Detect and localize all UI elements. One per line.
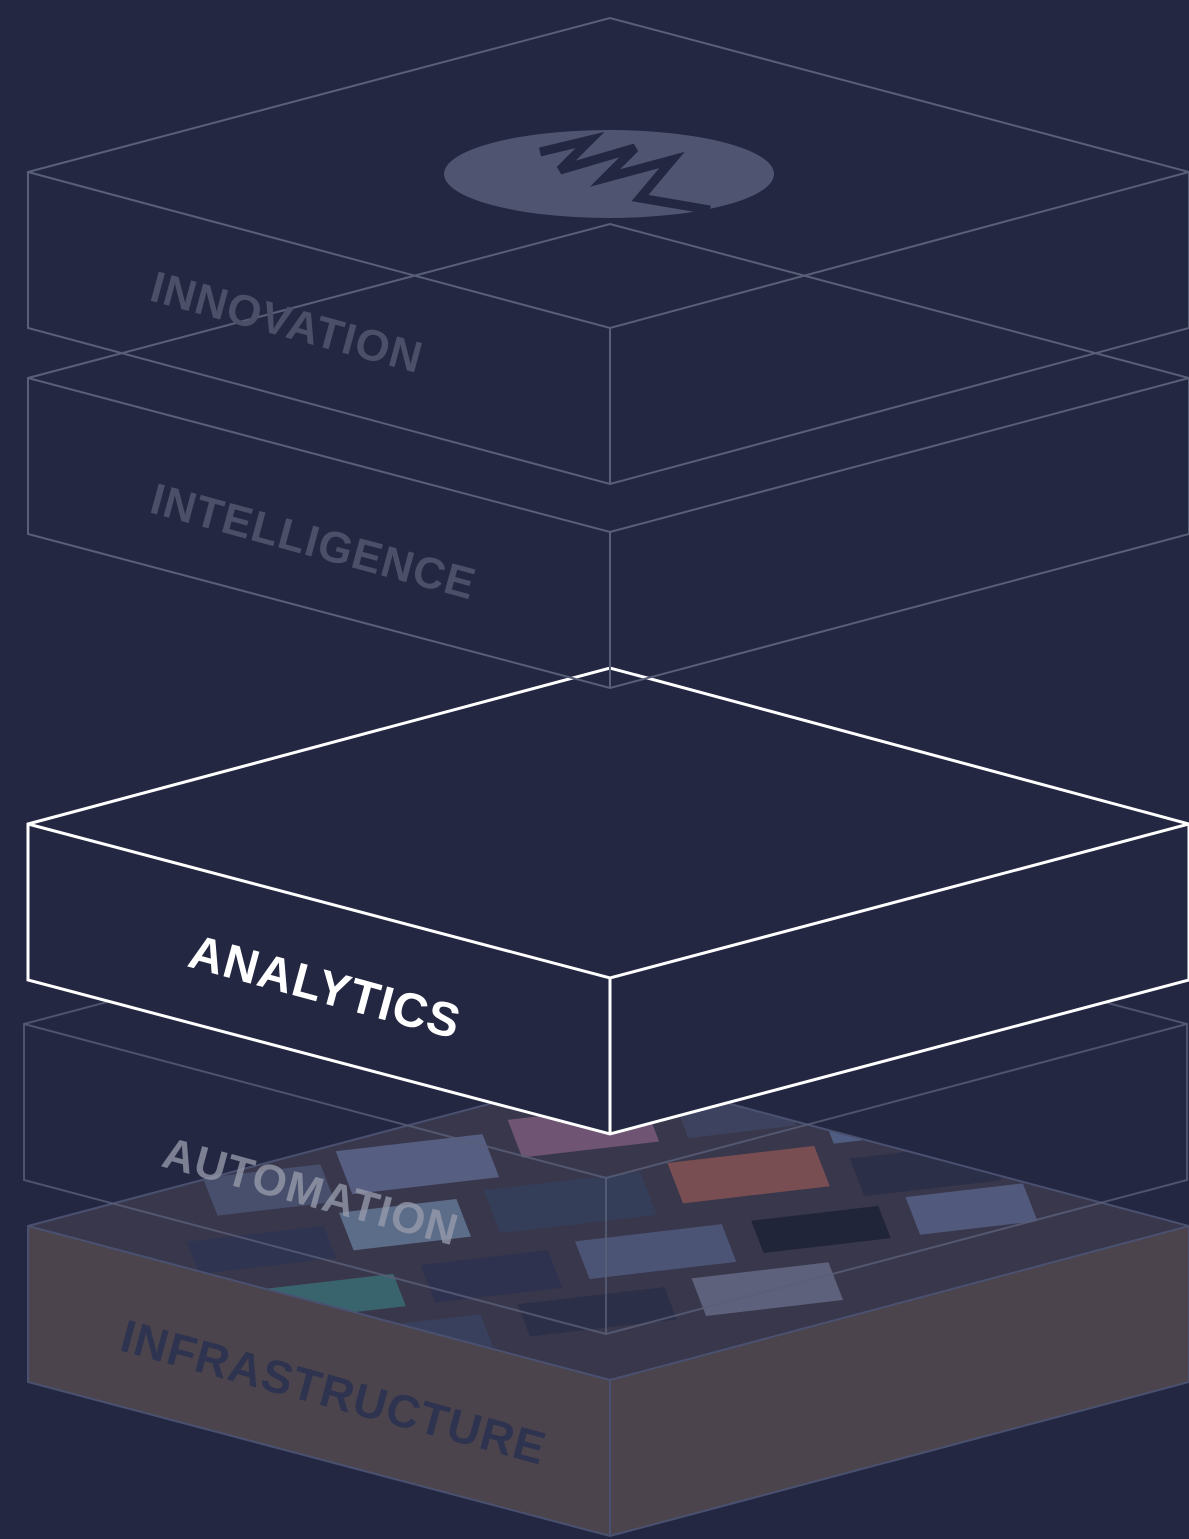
infrastructure-side-face bbox=[610, 1226, 1189, 1536]
innovation-label: INNOVATION bbox=[145, 262, 428, 383]
intelligence-outline bbox=[27, 222, 1189, 690]
layer-infrastructure: INFRASTRUCTURE bbox=[27, 1070, 1189, 1538]
layer-analytics: ANALYTICS bbox=[26, 666, 1189, 1136]
analytics-front-face bbox=[28, 824, 610, 1134]
layer-innovation: INNOVATION bbox=[27, 16, 1189, 486]
zigzag-wave-icon bbox=[444, 130, 774, 218]
infrastructure-front-face bbox=[28, 1226, 610, 1536]
intelligence-label: INTELLIGENCE bbox=[145, 474, 481, 609]
innovation-outline bbox=[27, 16, 1189, 486]
analytics-side-face bbox=[610, 824, 1189, 1134]
